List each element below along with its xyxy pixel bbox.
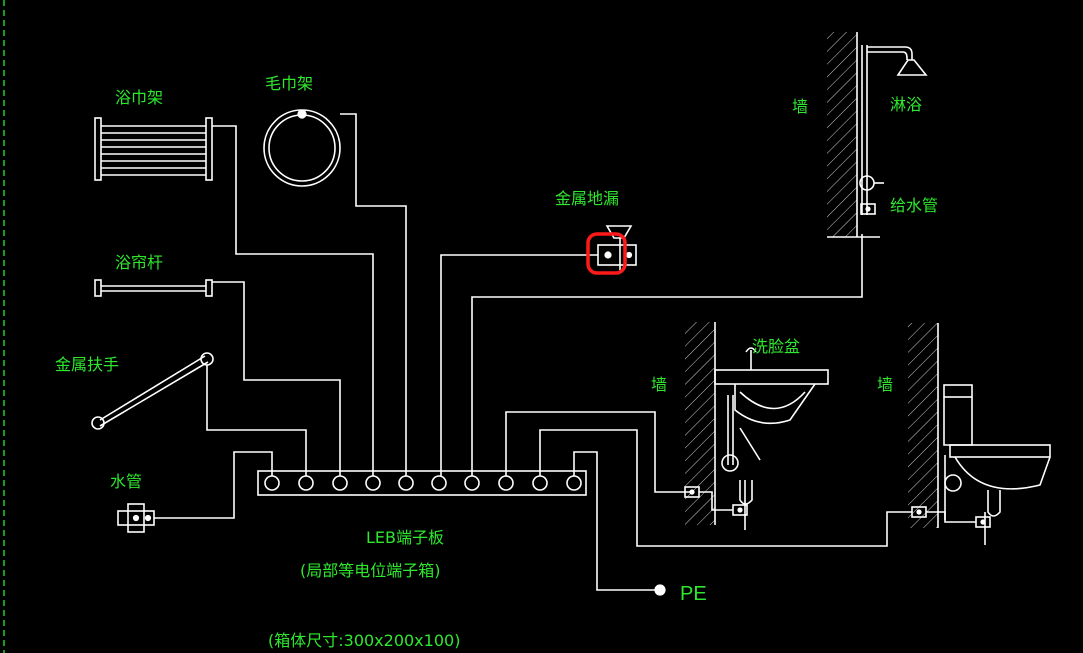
shower-head (859, 45, 928, 215)
leb-subtitle: (局部等电位端子箱) (300, 561, 441, 580)
basin-wall-hatch (685, 322, 715, 525)
pe-terminal (654, 584, 666, 596)
bath-towel-rack-label: 浴巾架 (115, 88, 163, 107)
bonding-wires (154, 113, 912, 591)
floor-drain-highlight (586, 232, 627, 275)
shower-wall-label: 墙 (792, 97, 808, 116)
water-pipe (117, 503, 155, 533)
toilet-wall-label: 墙 (877, 375, 893, 394)
supply-pipe-label: 给水管 (890, 196, 938, 215)
box-size-note: (箱体尺寸:300x200x100) (268, 631, 460, 650)
pe-label: PE (680, 583, 707, 605)
water-pipe-label: 水管 (110, 472, 142, 491)
grab-bar (91, 352, 214, 430)
shower-wall-hatch (827, 32, 857, 237)
washbasin (684, 347, 829, 530)
toilet (911, 384, 1051, 545)
grab-bar-label: 金属扶手 (55, 355, 119, 374)
curtain-rod-label: 浴帘杆 (115, 253, 163, 272)
towel-ring-label: 毛巾架 (265, 74, 313, 93)
floor-drain-label: 金属地漏 (555, 189, 619, 208)
bath-towel-rack (94, 117, 213, 181)
basin-wall-label: 墙 (651, 375, 667, 394)
leb-terminal-board (257, 470, 587, 496)
toilet-wall-hatch (908, 323, 938, 528)
curtain-rod (94, 279, 213, 297)
towel-ring (263, 109, 341, 187)
shower-label: 淋浴 (890, 95, 922, 114)
leb-title: LEB端子板 (366, 528, 444, 547)
washbasin-label: 洗脸盆 (752, 337, 800, 356)
